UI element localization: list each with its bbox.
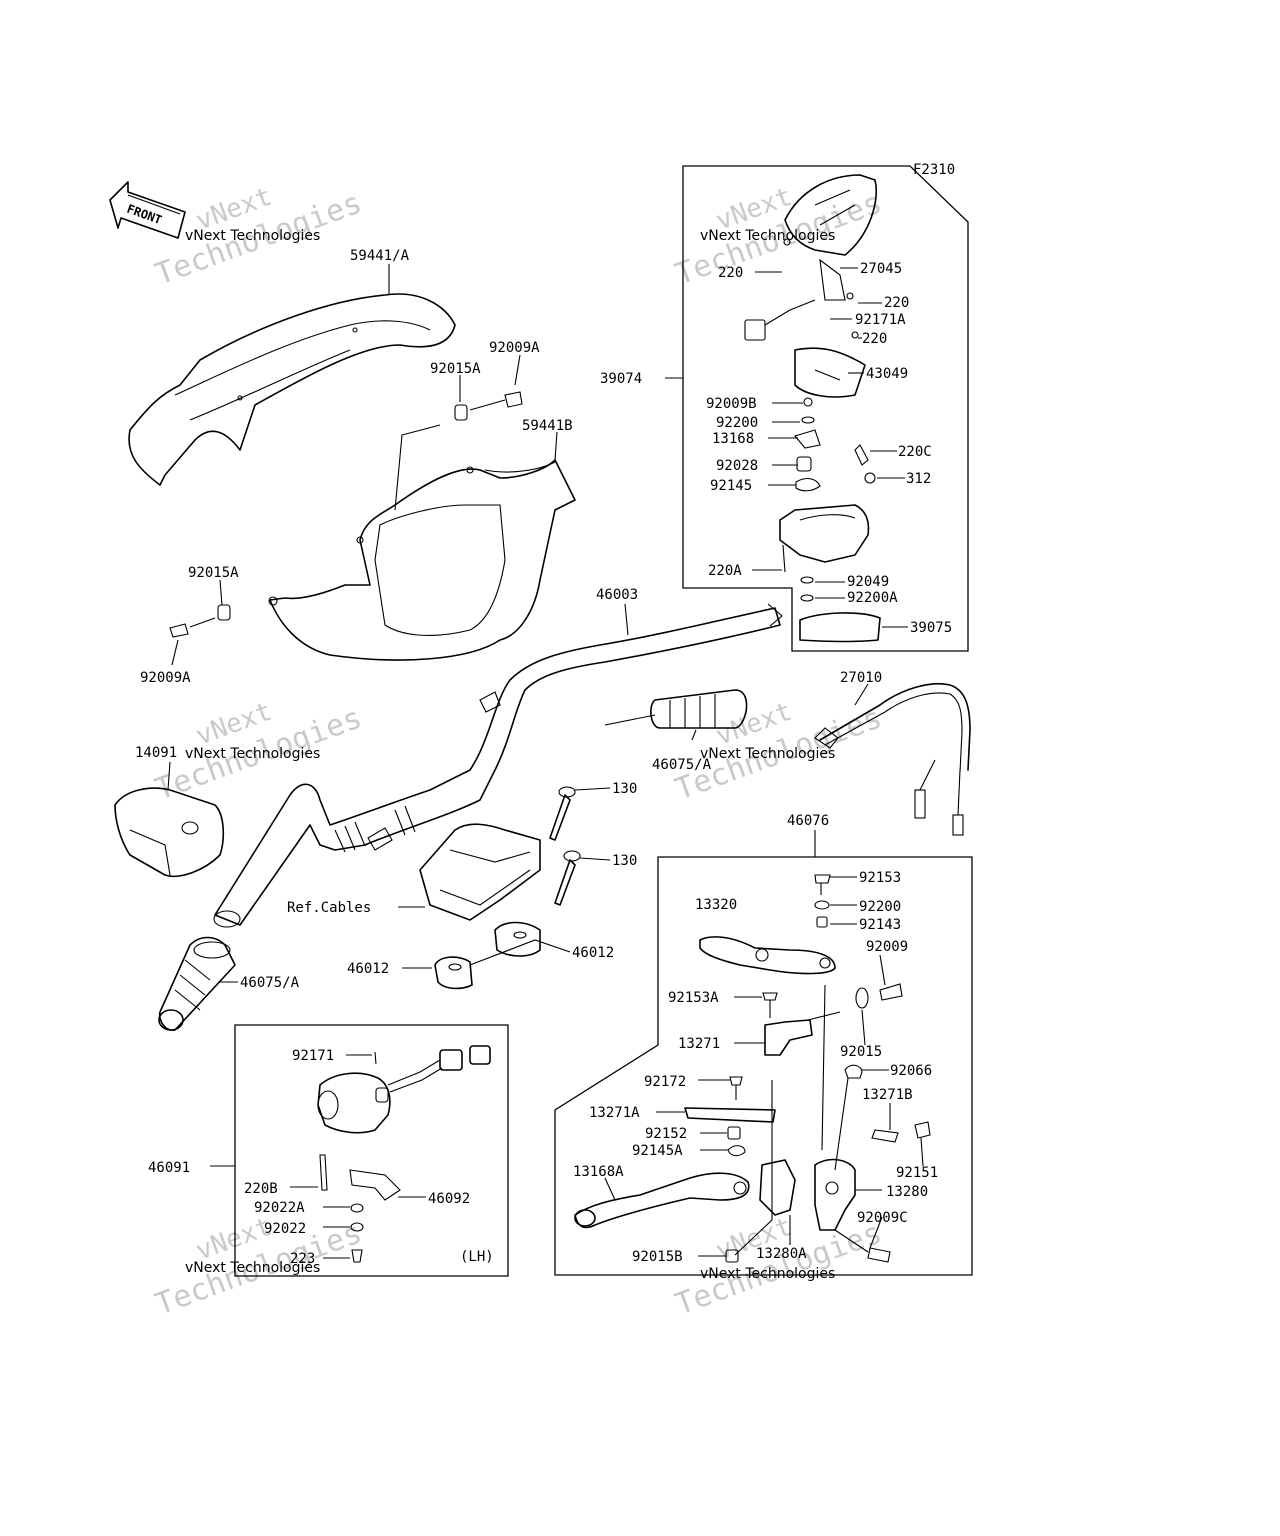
handlebar-clamp-part [419, 786, 581, 990]
upper-cover-part [128, 293, 456, 486]
label-43049: 43049 [866, 366, 908, 382]
label-46003: 46003 [596, 587, 638, 603]
leader-lines [167, 264, 924, 1259]
label-27010: 27010 [840, 670, 882, 686]
label-46012-left: 46012 [347, 961, 389, 977]
watermark-caption: vNext Technologies [185, 746, 320, 762]
label-14091: 14091 [135, 745, 177, 761]
label-46075a-left: 46075/A [240, 975, 300, 991]
left-switch-box [234, 1024, 509, 1277]
label-92152: 92152 [645, 1126, 687, 1142]
label-220-b: 220 [884, 295, 909, 311]
watermark-caption: vNext Technologies [700, 228, 835, 244]
label-ref-cables: Ref.Cables [287, 900, 371, 916]
watermark-mid-left: vNext Technologies vNext Technologies [151, 697, 367, 808]
label-92015b: 92015B [632, 1249, 683, 1265]
label-92171a: 92171A [855, 312, 906, 328]
label-13271a: 13271A [589, 1105, 640, 1121]
watermark-bottom-left: vNext Technologies vNext Technologies [151, 1212, 367, 1323]
label-92171: 92171 [292, 1048, 334, 1064]
left-grip-part [158, 936, 236, 1031]
label-92049: 92049 [847, 574, 889, 590]
label-92015a-top: 92015A [430, 361, 481, 377]
switch-cover-part [114, 787, 225, 877]
handlebar-part [213, 603, 783, 928]
label-13168: 13168 [712, 431, 754, 447]
label-92009: 92009 [866, 939, 908, 955]
screws-left-part [169, 604, 231, 638]
label-312: 312 [906, 471, 931, 487]
label-92145a: 92145A [632, 1143, 683, 1159]
label-13320: 13320 [695, 897, 737, 913]
figure-code: F2310 [913, 162, 955, 178]
label-46075a-right: 46075/A [652, 757, 712, 773]
screws-top-part [454, 391, 523, 421]
label-13280a: 13280A [756, 1246, 807, 1262]
label-92009a-left: 92009A [140, 670, 191, 686]
watermark-caption: vNext Technologies [185, 228, 320, 244]
label-39075: 39075 [910, 620, 952, 636]
label-13280: 13280 [886, 1184, 928, 1200]
label-92153: 92153 [859, 870, 901, 886]
throttle-assembly-box [682, 165, 969, 652]
label-92009a-top: 92009A [489, 340, 540, 356]
part-labels: 59441/A 92009A 92015A 59441B 92015A 9200… [135, 248, 952, 1267]
throttle-cable-part [814, 682, 971, 836]
label-92143: 92143 [859, 917, 901, 933]
label-46091: 46091 [148, 1160, 190, 1176]
brake-lever-assembly-box [554, 856, 973, 1276]
watermark-top-right: vNext Technologies vNext Technologies [671, 182, 887, 293]
label-92066: 92066 [890, 1063, 932, 1079]
watermark-caption: vNext Technologies [185, 1260, 320, 1276]
label-220-c: 220 [862, 331, 887, 347]
watermark-caption: vNext Technologies [700, 746, 835, 762]
label-130-b: 130 [612, 853, 637, 869]
label-92200-top: 92200 [716, 415, 758, 431]
label-220b: 220B [244, 1181, 278, 1197]
label-59441b: 59441B [522, 418, 573, 434]
watermark-bottom-right: vNext Technologies vNext Technologies [671, 1212, 887, 1323]
label-92028: 92028 [716, 458, 758, 474]
label-92172: 92172 [644, 1074, 686, 1090]
label-220c: 220C [898, 444, 932, 460]
label-92015a-left: 92015A [188, 565, 239, 581]
label-92009c: 92009C [857, 1210, 908, 1226]
label-27045: 27045 [860, 261, 902, 277]
watermark-mid-right: vNext Technologies vNext Technologies [671, 697, 887, 808]
label-46092: 46092 [428, 1191, 470, 1207]
label-92200a: 92200A [847, 590, 898, 606]
label-13271b: 13271B [862, 1087, 913, 1103]
right-grip-part [604, 689, 748, 729]
label-92022a: 92022A [254, 1200, 305, 1216]
label-13271: 13271 [678, 1036, 720, 1052]
watermark-caption: vNext Technologies [700, 1266, 835, 1282]
label-13168a: 13168A [573, 1164, 624, 1180]
watermark-top-left: vNext Technologies vNext Technologies [151, 182, 367, 293]
label-59441a: 59441/A [350, 248, 410, 264]
label-92145: 92145 [710, 478, 752, 494]
label-92200-mid: 92200 [859, 899, 901, 915]
label-92015: 92015 [840, 1044, 882, 1060]
label-92153a: 92153A [668, 990, 719, 1006]
label-92009b: 92009B [706, 396, 757, 412]
label-223: 223 [290, 1251, 315, 1267]
label-39074: 39074 [600, 371, 642, 387]
label-92022: 92022 [264, 1221, 306, 1237]
lower-cover-part [268, 459, 576, 661]
label-92151: 92151 [896, 1165, 938, 1181]
label-46076: 46076 [787, 813, 829, 829]
label-lh-note: (LH) [460, 1249, 494, 1265]
label-220a: 220A [708, 563, 742, 579]
label-46012-right: 46012 [572, 945, 614, 961]
front-arrow-icon: FRONT [109, 181, 186, 239]
label-130-a: 130 [612, 781, 637, 797]
label-220-a: 220 [718, 265, 743, 281]
